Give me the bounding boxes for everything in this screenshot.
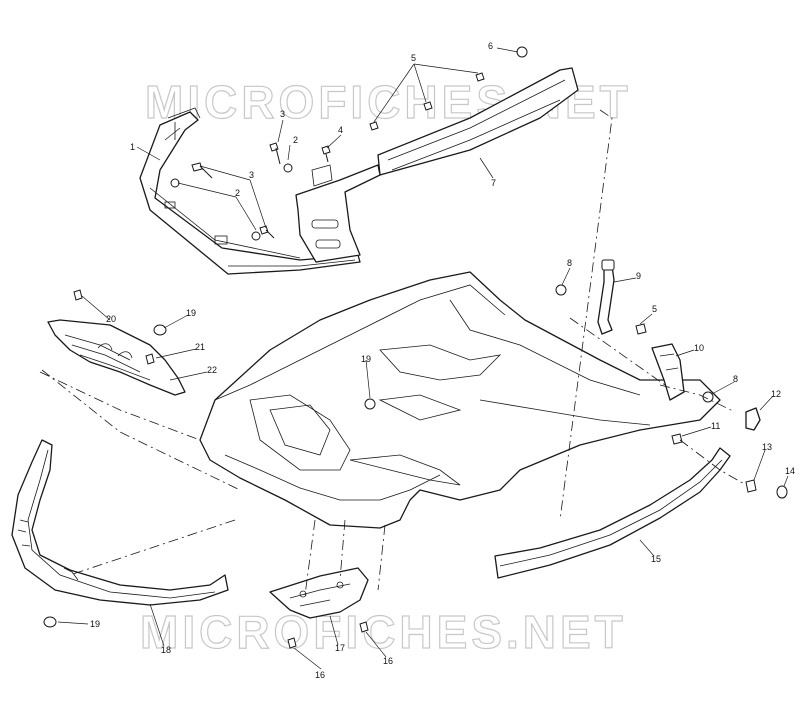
leader-lines: [57, 47, 789, 670]
callout-12: 12: [771, 389, 781, 399]
callout-8-b: 8: [733, 374, 738, 384]
callout-9: 9: [636, 271, 641, 281]
callout-2-b: 2: [235, 188, 240, 198]
callout-19-a: 19: [186, 308, 196, 318]
callout-3-a: 3: [280, 109, 285, 119]
part-10-bracket: [651, 343, 685, 401]
callout-16-a: 16: [315, 670, 325, 680]
callout-10: 10: [694, 343, 704, 353]
callout-19-b: 19: [361, 354, 371, 364]
callout-7: 7: [491, 178, 496, 188]
callout-4: 4: [338, 125, 343, 135]
watermark-bottom: MICROFICHES.NET: [140, 606, 627, 658]
callout-13: 13: [762, 442, 772, 452]
callout-14: 14: [785, 466, 795, 476]
part-18-lower-bumper: [11, 439, 229, 606]
part-15-bumper-bar: [494, 447, 731, 579]
callout-2-a: 2: [293, 135, 298, 145]
callout-1: 1: [130, 142, 135, 152]
callout-22: 22: [207, 365, 217, 375]
part-1-bracket: [139, 107, 361, 275]
callout-17: 17: [335, 643, 345, 653]
hardware: [43, 46, 757, 649]
callout-6: 6: [488, 41, 493, 51]
callout-19-c: 19: [90, 619, 100, 629]
callout-5-a: 5: [411, 53, 416, 63]
part-9-strap: [597, 259, 615, 335]
assembly-lines: [39, 109, 747, 596]
hood-body: [199, 271, 721, 529]
callout-11: 11: [711, 421, 720, 431]
callout-3-b: 3: [249, 170, 254, 180]
callout-5-b: 5: [652, 304, 657, 314]
callout-16-b: 16: [383, 656, 393, 666]
part-14-ring: [776, 485, 788, 499]
callout-20: 20: [106, 314, 116, 324]
callout-15: 15: [651, 554, 661, 564]
part-22-side-panel: [47, 319, 186, 396]
part-7-upper-rail: [295, 67, 579, 263]
part-12-clip: [745, 407, 761, 431]
callout-18: 18: [161, 645, 171, 655]
callout-8-a: 8: [567, 258, 572, 268]
callouts: 1 2 2 3 3 4 5 5 6 7 8 8 9 10 11 12 13 14…: [90, 41, 795, 680]
callout-21: 21: [195, 342, 205, 352]
part-17-skid-plate: [269, 567, 369, 619]
